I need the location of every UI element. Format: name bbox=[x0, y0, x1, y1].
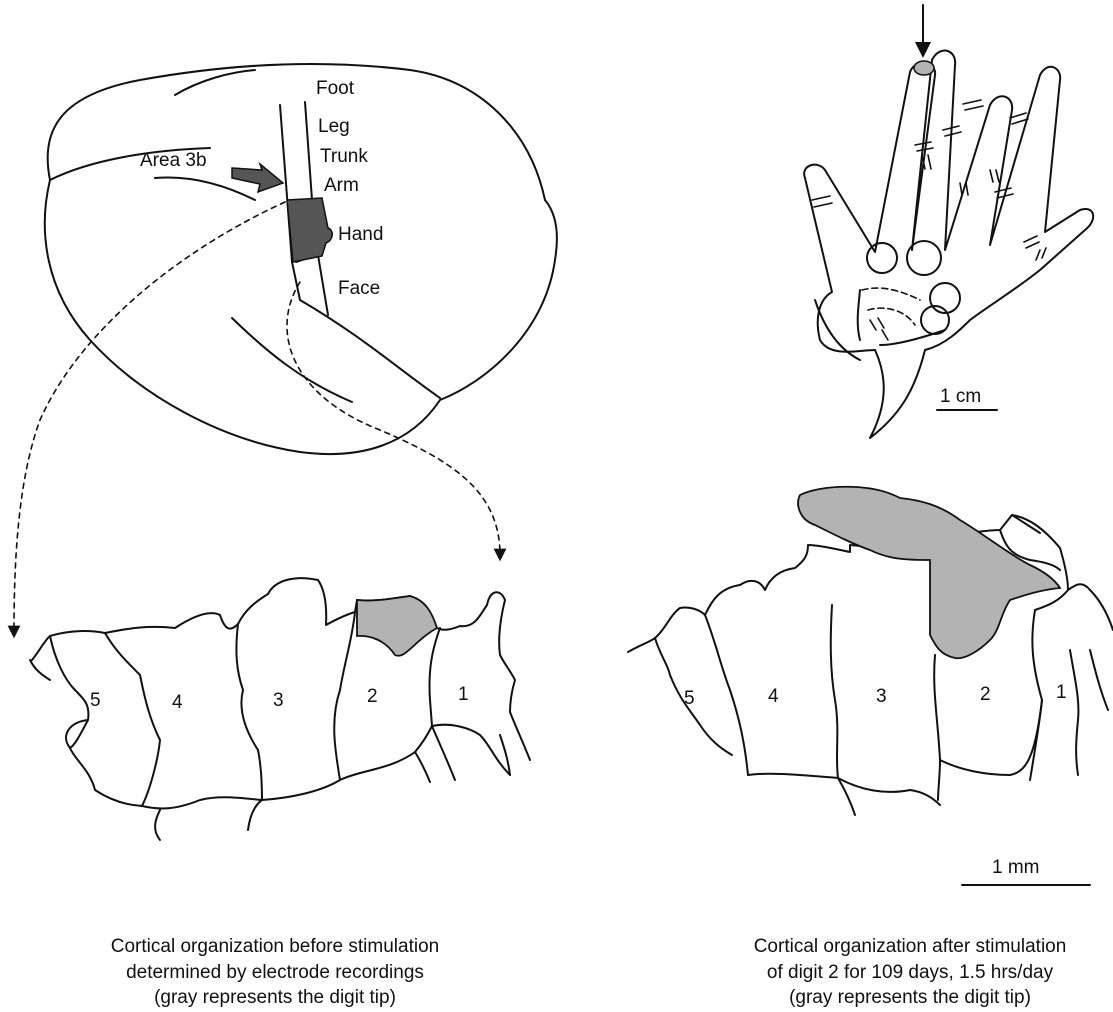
after-digit-5: 5 bbox=[684, 688, 695, 709]
after-digit-1: 1 bbox=[1056, 682, 1067, 703]
label-trunk: Trunk bbox=[320, 146, 368, 167]
label-arm: Arm bbox=[324, 175, 359, 196]
label-area-3b: Area 3b bbox=[140, 150, 207, 171]
after-caption-line-1: Cortical organization after stimulation bbox=[754, 936, 1067, 957]
label-face: Face bbox=[338, 278, 380, 299]
after-digit-2: 2 bbox=[980, 684, 991, 705]
after-digit-3: 3 bbox=[876, 686, 887, 707]
before-caption-line-1: Cortical organization before stimulation bbox=[111, 936, 439, 957]
before-digit-1: 1 bbox=[458, 684, 469, 705]
area-3b-pointer bbox=[232, 164, 283, 192]
after-digit-tip-region bbox=[798, 487, 1060, 659]
after-map bbox=[628, 487, 1113, 815]
before-digit-4: 4 bbox=[172, 692, 183, 713]
label-hand: Hand bbox=[338, 224, 383, 245]
before-caption: Cortical organization before stimulation… bbox=[111, 936, 439, 1008]
stimulated-digit-tip bbox=[914, 61, 934, 75]
after-caption: Cortical organization after stimulation … bbox=[754, 936, 1067, 1008]
after-digit-4: 4 bbox=[768, 686, 779, 707]
before-digit-2: 2 bbox=[367, 686, 378, 707]
label-foot: Foot bbox=[316, 78, 355, 99]
projection-arrow-right bbox=[287, 282, 500, 555]
hand-region bbox=[287, 198, 332, 262]
after-caption-line-3: (gray represents the digit tip) bbox=[789, 987, 1031, 1008]
label-leg: Leg bbox=[318, 116, 350, 137]
before-caption-line-3: (gray represents the digit tip) bbox=[154, 987, 396, 1008]
before-digit-5: 5 bbox=[90, 690, 101, 711]
before-digit-3: 3 bbox=[273, 690, 284, 711]
map-scale-label: 1 mm bbox=[992, 857, 1040, 878]
hand-scale-label: 1 cm bbox=[940, 386, 981, 407]
brain-drawing bbox=[45, 64, 557, 454]
hand-drawing bbox=[804, 5, 1093, 438]
projection-arrow-left bbox=[14, 202, 285, 632]
before-caption-line-2: determined by electrode recordings bbox=[126, 962, 424, 983]
before-digit-tip-region bbox=[357, 596, 437, 656]
after-caption-line-2: of digit 2 for 109 days, 1.5 hrs/day bbox=[767, 962, 1054, 983]
